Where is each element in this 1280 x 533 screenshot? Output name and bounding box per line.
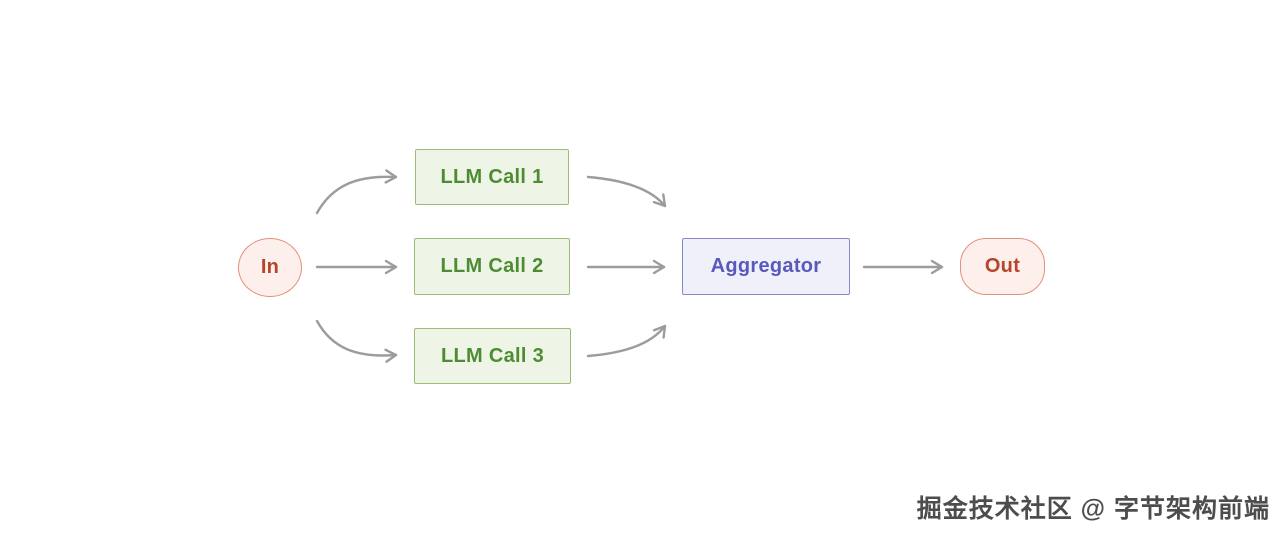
edge-in-to-llm1 [315,169,398,215]
edge-in-to-llm3 [315,319,398,363]
node-in-label: In [260,256,280,278]
node-in: In [238,238,302,297]
node-out-label: Out [984,255,1021,277]
node-llm-call-1: LLM Call 1 [415,149,569,205]
node-llm-call-3-label: LLM Call 3 [440,344,544,367]
node-llm-call-3: LLM Call 3 [414,328,571,384]
node-aggregator: Aggregator [682,238,850,295]
node-llm-call-1-label: LLM Call 1 [440,165,544,188]
node-llm-call-2-label: LLM Call 2 [440,255,544,277]
edge-llm3-to-aggregator [586,324,667,358]
edge-llm1-to-aggregator [586,175,667,208]
node-out: Out [960,238,1045,295]
node-llm-call-2: LLM Call 2 [414,238,570,295]
node-aggregator-label: Aggregator [710,255,822,277]
watermark: 掘金技术社区 @ 字节架构前端 [916,495,1270,523]
